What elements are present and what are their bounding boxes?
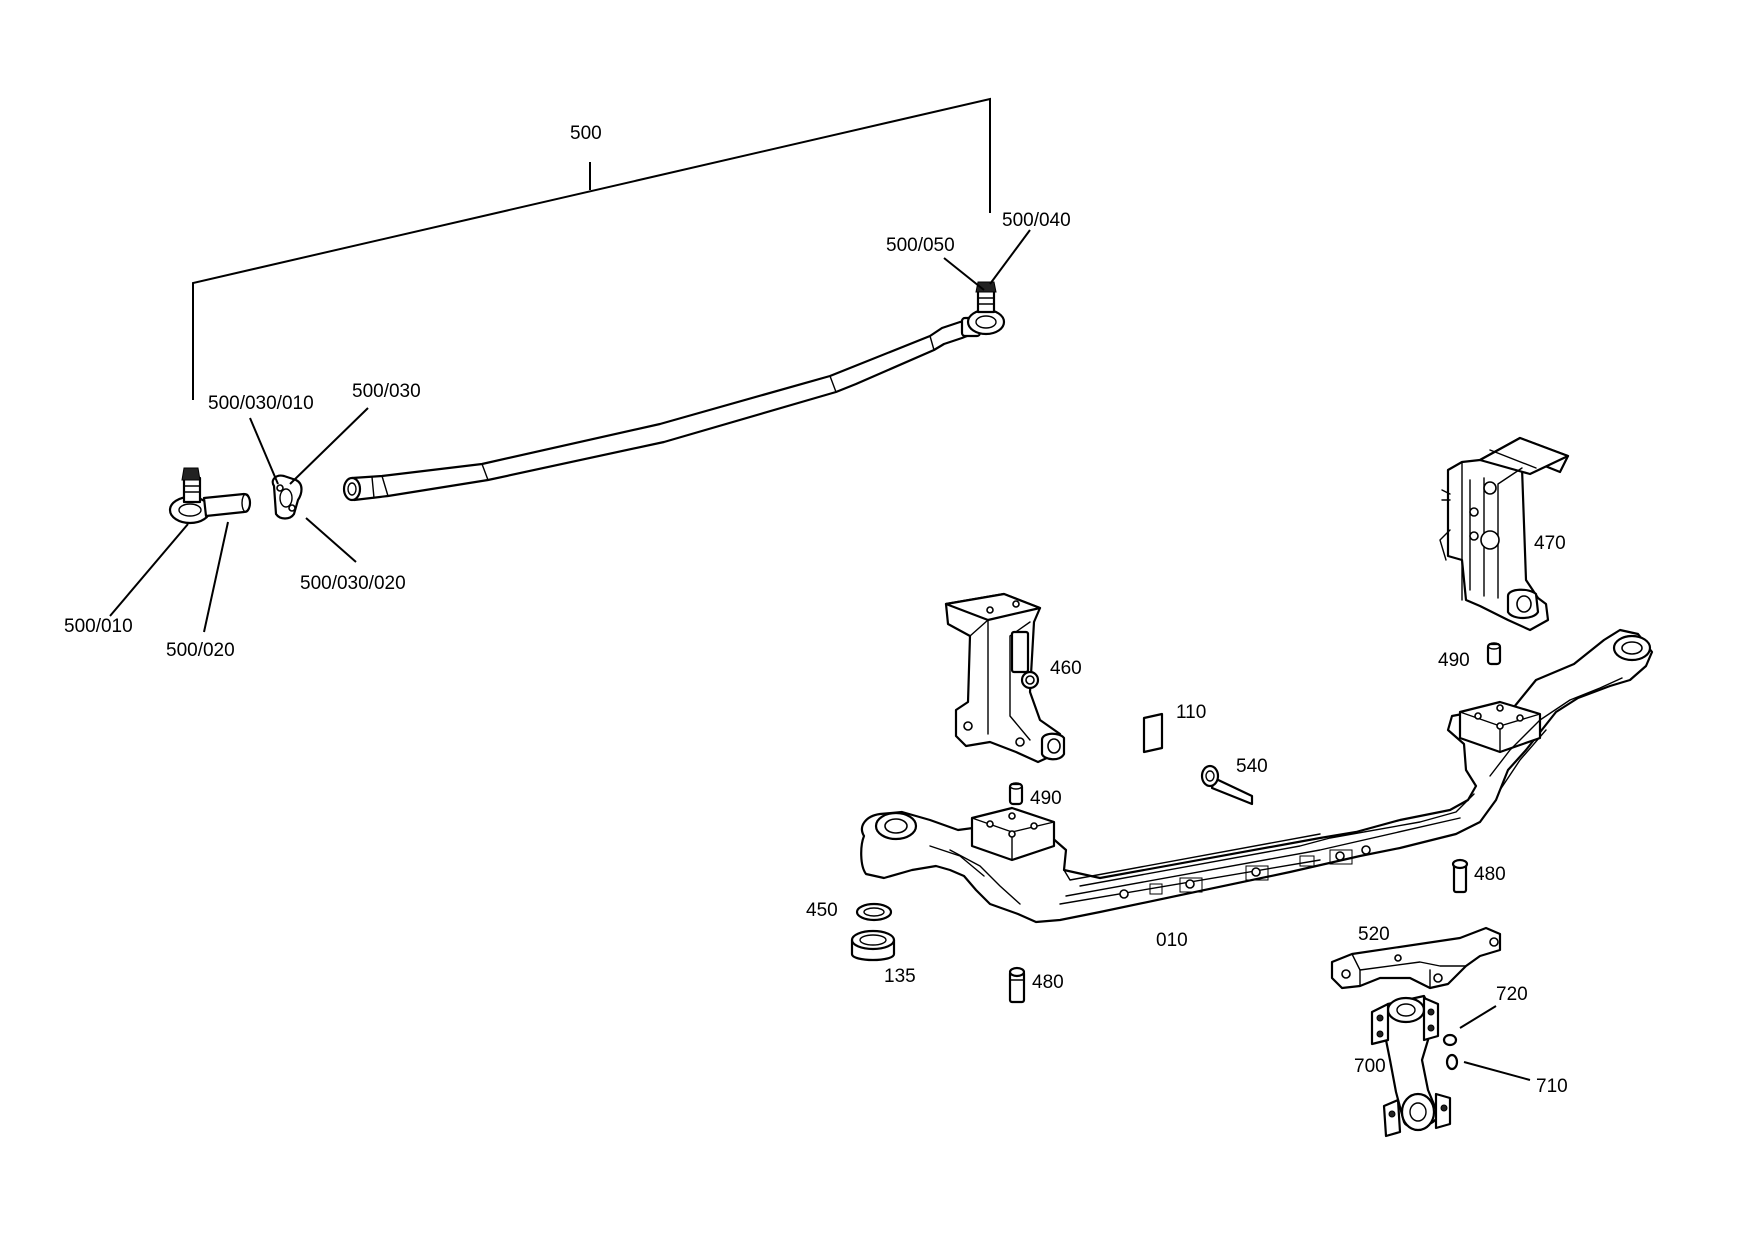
bracket-520 xyxy=(1330,926,1502,990)
label-710: 710 xyxy=(1536,1076,1568,1097)
tie-rod-end-left xyxy=(168,467,252,525)
plate-110 xyxy=(1142,712,1164,754)
spring-bracket-470 xyxy=(1439,436,1570,632)
bolt-480-right xyxy=(1451,858,1469,894)
tie-rod-tube xyxy=(342,318,974,502)
label-500-030-020: 500/030/020 xyxy=(300,573,406,594)
pin-490-left xyxy=(1008,782,1024,806)
label-460: 460 xyxy=(1050,658,1082,679)
label-450: 450 xyxy=(806,900,838,921)
label-135: 135 xyxy=(884,966,916,987)
label-500-040: 500/040 xyxy=(1002,210,1071,231)
stabilizer-link-700 xyxy=(1370,994,1459,1138)
label-110: 110 xyxy=(1176,702,1206,723)
label-720: 720 xyxy=(1496,984,1528,1005)
label-500-030-010: 500/030/010 xyxy=(208,393,314,414)
label-540: 540 xyxy=(1236,756,1268,777)
label-470: 470 xyxy=(1534,533,1566,554)
label-480-right: 480 xyxy=(1474,864,1506,885)
leader-lines xyxy=(109,229,1531,1081)
bushing-135 xyxy=(850,929,896,962)
label-500-030: 500/030 xyxy=(352,381,421,402)
label-490-right: 490 xyxy=(1438,650,1470,671)
label-700: 700 xyxy=(1354,1056,1386,1077)
axle-beam-010 xyxy=(860,628,1654,924)
label-520: 520 xyxy=(1358,924,1390,945)
pin-490-right xyxy=(1486,642,1502,666)
bolt-540 xyxy=(1200,764,1254,806)
label-500: 500 xyxy=(570,123,602,144)
label-500-050: 500/050 xyxy=(886,235,955,256)
callout-labels: 500 500/050 500/040 500/030/010 500/030 … xyxy=(64,123,1568,1097)
label-500-020: 500/020 xyxy=(166,640,235,661)
washer-450 xyxy=(855,902,893,922)
assembly-500-bracket xyxy=(192,97,991,400)
tie-rod-end-right xyxy=(960,281,1006,338)
label-010: 010 xyxy=(1156,930,1188,951)
label-490-left: 490 xyxy=(1030,788,1062,809)
spring-bracket-460 xyxy=(944,592,1066,764)
label-500-010: 500/010 xyxy=(64,616,133,637)
bolt-480-left xyxy=(1008,966,1026,1004)
label-480-left: 480 xyxy=(1032,972,1064,993)
